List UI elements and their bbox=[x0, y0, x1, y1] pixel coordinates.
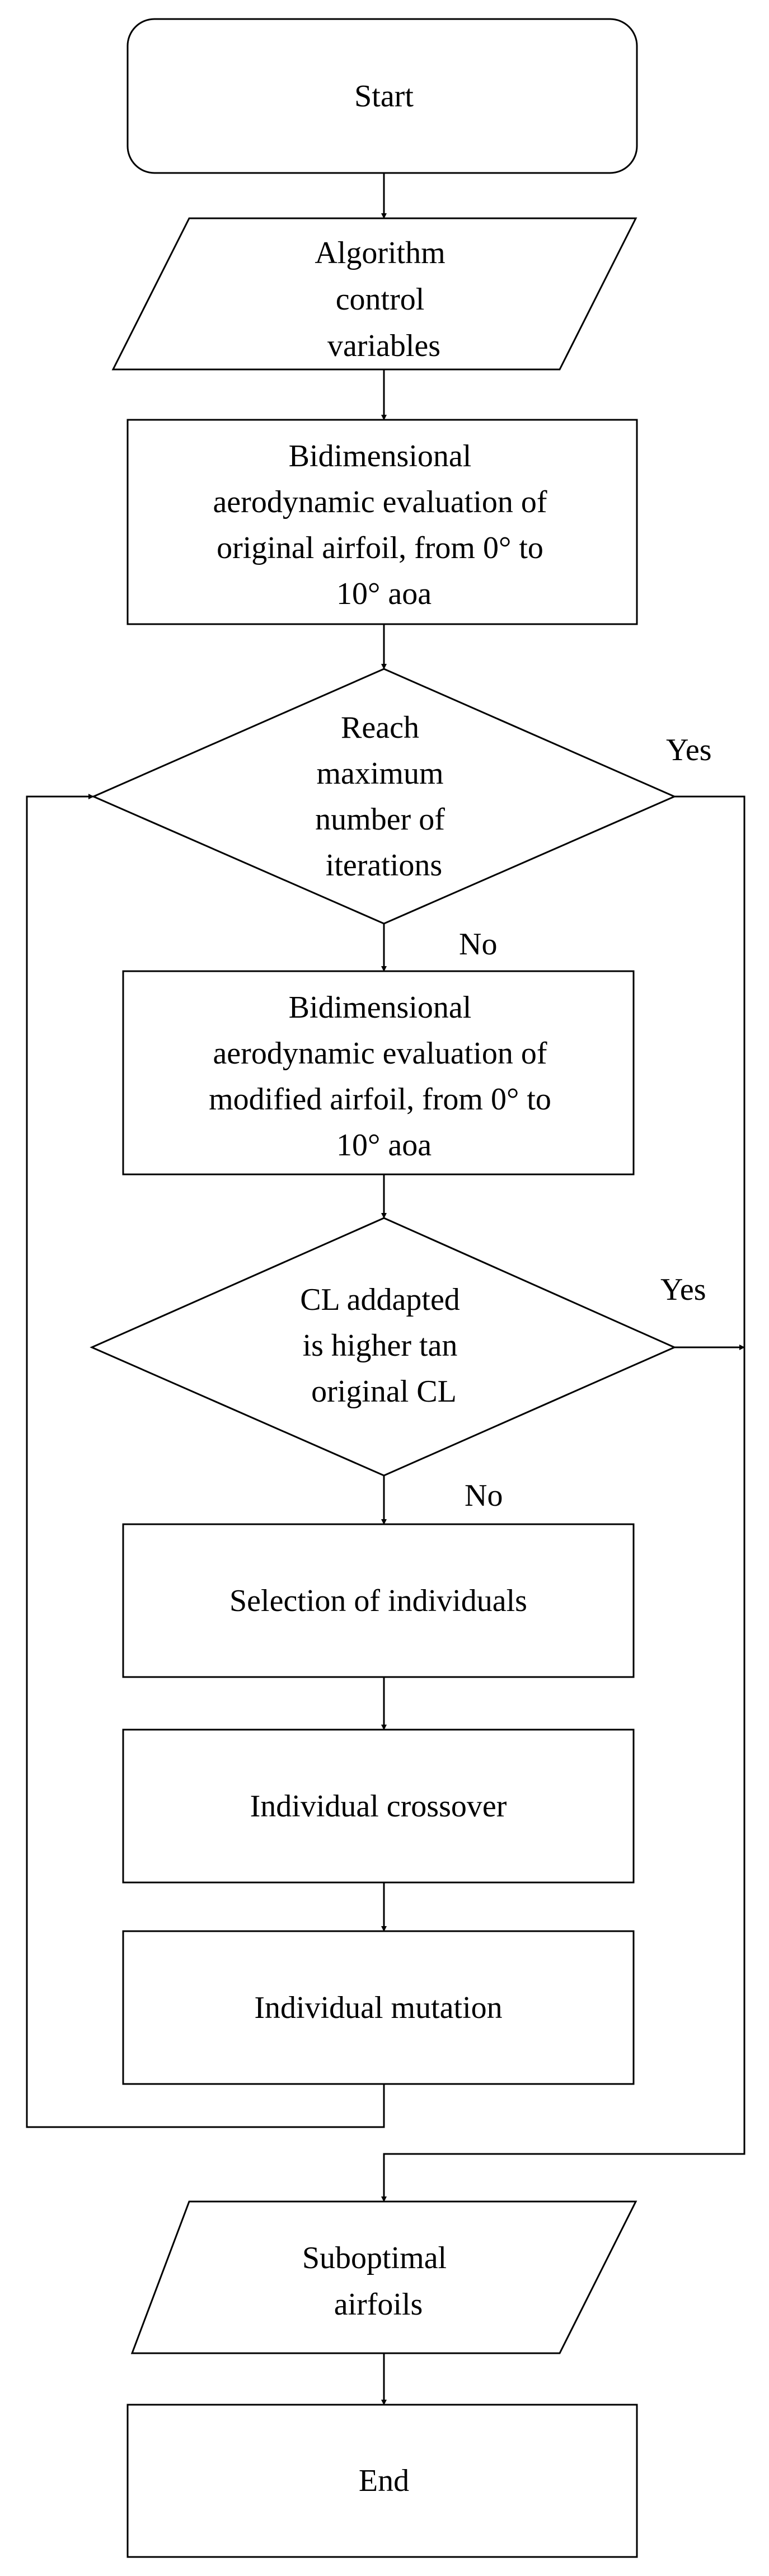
cl-check-no-label: No bbox=[465, 1478, 503, 1513]
crossover-box bbox=[122, 1729, 635, 1884]
loop-back-arrow bbox=[26, 794, 385, 2128]
max-iterations-yes-label: Yes bbox=[666, 733, 711, 767]
suboptimal-parallelogram bbox=[130, 2200, 637, 2354]
max-iterations-no-label: No bbox=[459, 927, 497, 962]
max-iterations-label: Reach maximum number of iterations bbox=[315, 710, 453, 883]
suboptimal-label: Suboptimal airfoils bbox=[302, 2241, 454, 2322]
end-box bbox=[126, 2404, 638, 2558]
eval-modified-label: Bidimensional aerodynamic evaluation of … bbox=[209, 990, 559, 1163]
mutation-label: Individual mutation bbox=[254, 1990, 502, 2025]
control-variables-parallelogram bbox=[111, 217, 637, 371]
selection-box bbox=[122, 1523, 635, 1678]
eval-original-box bbox=[126, 419, 638, 625]
max-iterations-decision bbox=[91, 668, 677, 925]
cl-check-label: CL addapted is higher tan original CL bbox=[300, 1282, 468, 1409]
selection-label: Selection of individuals bbox=[229, 1584, 527, 1618]
end-label: End bbox=[359, 2463, 409, 2498]
start-terminal bbox=[126, 18, 638, 174]
cl-check-yes-label: Yes bbox=[660, 1272, 706, 1307]
eval-original-label: Bidimensional aerodynamic evaluation of … bbox=[213, 439, 555, 611]
crossover-label: Individual crossover bbox=[250, 1789, 507, 1824]
mutation-box bbox=[122, 1930, 635, 2085]
eval-modified-box bbox=[122, 970, 635, 1175]
yes-exit-line bbox=[381, 795, 745, 2202]
start-label: Start bbox=[354, 79, 414, 114]
control-variables-label: Algorithm control variables bbox=[315, 236, 453, 363]
